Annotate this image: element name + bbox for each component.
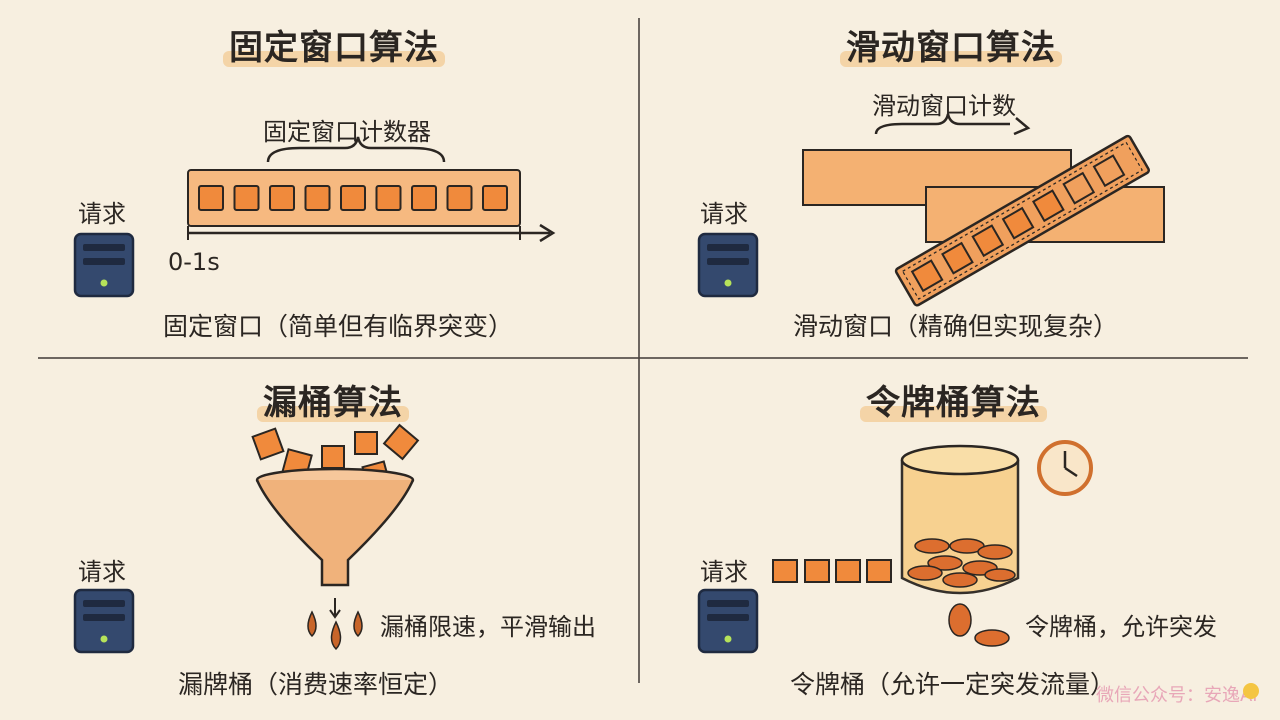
sliding-arrow-head xyxy=(1013,117,1031,136)
token-bucket-diagram xyxy=(772,440,1093,647)
sliding-window-title: 滑动窗口算法 xyxy=(840,20,1062,69)
request-block xyxy=(269,185,295,211)
token-bucket-caption: 令牌桶（允许一定突发流量） xyxy=(790,670,1116,699)
request-block xyxy=(482,185,508,211)
token-burst-label: 令牌桶，允许突发 xyxy=(1025,613,1217,641)
fixed-request-label: 请求 xyxy=(78,200,126,228)
request-block xyxy=(1092,154,1126,188)
server-icon xyxy=(697,588,759,654)
request-block xyxy=(941,241,974,275)
leaky-bucket-diagram xyxy=(251,423,420,651)
sliding-window-caption: 滑动窗口（精确但实现复杂） xyxy=(793,312,1119,341)
request-block xyxy=(1001,206,1035,240)
token-jar xyxy=(900,444,1020,595)
sliding-brace xyxy=(874,113,1010,135)
fixed-window-diagram xyxy=(187,136,556,243)
brace xyxy=(266,136,446,163)
leaky-bucket-caption: 漏牌桶（消费速率恒定） xyxy=(178,670,454,699)
time-arrow-head xyxy=(539,223,556,243)
output-drops xyxy=(307,610,363,651)
token-bucket-title: 令牌桶算法 xyxy=(860,375,1047,424)
clock-icon xyxy=(1037,440,1093,496)
request-block xyxy=(340,185,366,211)
leaky-rate-label: 漏桶限速，平滑输出 xyxy=(380,613,596,641)
token-request-queue xyxy=(772,559,892,583)
request-block xyxy=(304,185,331,211)
funnel xyxy=(255,467,415,587)
token-request-label: 请求 xyxy=(700,558,748,586)
watermark: 微信公众号：安逸Ai xyxy=(1096,685,1258,706)
request-block xyxy=(375,185,402,211)
request-block xyxy=(411,185,437,211)
sliding-window-diagram xyxy=(802,113,1165,307)
leaky-request-label: 请求 xyxy=(78,558,126,586)
request-block xyxy=(910,259,944,293)
duck-icon xyxy=(1243,683,1259,699)
fixed-window-counter-label: 固定窗口计数器 xyxy=(263,118,431,146)
request-block xyxy=(1032,189,1065,223)
leaky-bucket-title: 漏桶算法 xyxy=(257,375,409,424)
server-icon xyxy=(73,232,135,298)
server-icon xyxy=(697,232,759,298)
horizontal-divider xyxy=(38,357,1248,359)
fixed-window-caption: 固定窗口（简单但有临界突变） xyxy=(163,312,514,341)
request-block xyxy=(446,185,473,211)
sliding-request-label: 请求 xyxy=(700,200,748,228)
sliding-window-counter-label: 滑动窗口计数 xyxy=(872,92,1016,120)
sliding-frame xyxy=(894,134,1150,307)
fixed-window-title: 固定窗口算法 xyxy=(223,20,445,69)
request-block xyxy=(233,185,260,211)
vertical-divider xyxy=(638,18,640,683)
request-block xyxy=(1062,171,1096,205)
time-label: 0-1s xyxy=(168,248,220,276)
tokens xyxy=(907,538,1016,588)
spilled-tokens xyxy=(948,603,1010,647)
server-icon xyxy=(73,588,135,654)
request-block xyxy=(971,224,1005,258)
request-block xyxy=(198,185,224,211)
